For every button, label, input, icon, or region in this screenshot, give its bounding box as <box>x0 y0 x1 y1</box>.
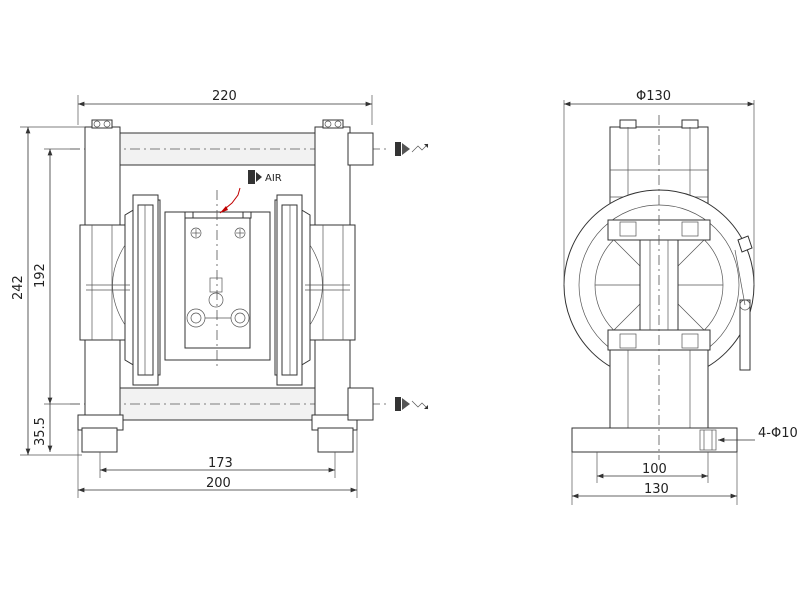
dim-foot-spacing: 173 <box>208 456 233 471</box>
front-view: AIR 220 242 192 <box>11 89 429 498</box>
air-label: AIR <box>265 173 282 184</box>
dim-side-base-width: 130 <box>644 482 669 497</box>
side-view: Φ130 4-Φ10 100 130 <box>563 89 798 505</box>
outlet-flow-icon <box>395 142 429 156</box>
air-label-group: AIR <box>219 170 282 214</box>
dim-bolt-spacing: 100 <box>642 462 667 477</box>
air-inlet-icon <box>248 170 262 184</box>
dim-diameter: Φ130 <box>636 89 671 104</box>
dim-holes: 4-Φ10 <box>758 426 798 441</box>
left-diaphragm-chamber <box>86 194 161 386</box>
side-base-plate <box>571 427 738 453</box>
dim-overall-width: 220 <box>212 89 237 104</box>
dim-base-width: 200 <box>206 476 231 491</box>
dim-height-total: 242 <box>11 275 26 300</box>
left-column <box>77 119 126 453</box>
dim-height-ports: 192 <box>33 263 48 288</box>
right-column <box>309 119 374 453</box>
inlet-flow-icon <box>395 397 429 411</box>
dim-base-height: 35.5 <box>33 417 48 446</box>
right-diaphragm-chamber <box>274 194 350 386</box>
center-air-valve <box>164 211 271 361</box>
side-handle <box>734 235 753 371</box>
